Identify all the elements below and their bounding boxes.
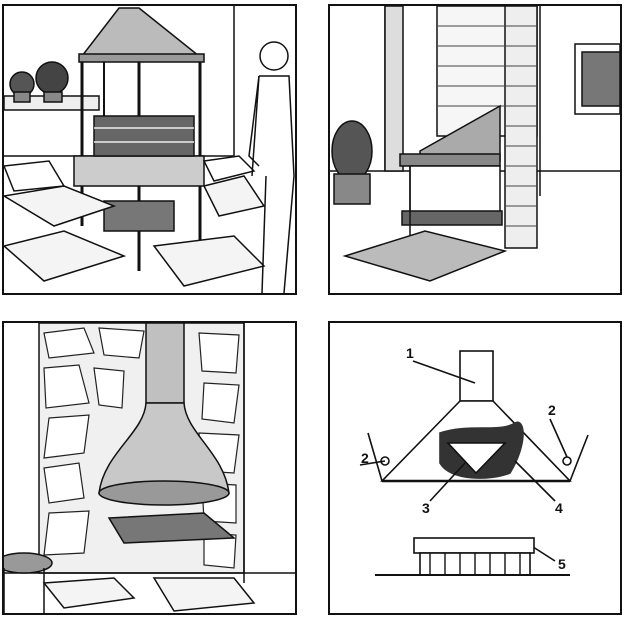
panel-wall-fireplace <box>328 4 622 295</box>
plant-right <box>35 61 69 95</box>
label-bracket-left: 2 <box>361 450 369 466</box>
panel-freestanding-fireplace <box>2 4 297 295</box>
logs <box>93 115 195 157</box>
fireplace-diagram-drawing <box>359 350 589 576</box>
man-head <box>259 41 289 71</box>
stool <box>4 552 53 574</box>
label-bracket-right: 2 <box>548 402 556 418</box>
grate-triangle <box>446 442 507 475</box>
panel-corner-hood-fireplace <box>2 321 297 615</box>
hood <box>80 7 202 57</box>
label-grate-center: 3 <box>422 500 430 516</box>
potted-plant <box>331 120 373 182</box>
base-rim <box>413 537 535 554</box>
corner-hood-fireplace-illustration <box>4 323 295 613</box>
label-base: 5 <box>558 556 566 572</box>
label-chimney: 1 <box>406 345 414 361</box>
fire-plate <box>107 512 236 544</box>
panel-fireplace-diagram: 1 2 2 3 4 5 <box>328 321 622 615</box>
firebox <box>73 155 205 187</box>
wall-pillar <box>384 6 404 172</box>
wall-fireplace-illustration <box>330 6 620 282</box>
bracket-left-rod <box>367 432 383 482</box>
bracket-right-rod <box>569 434 589 482</box>
flue-pipe <box>145 323 185 404</box>
chimney-pipe <box>459 350 494 402</box>
label-grate-right: 4 <box>555 500 563 516</box>
hearth-mat <box>342 230 508 282</box>
freestanding-fireplace-illustration <box>4 6 295 293</box>
grate <box>401 210 503 226</box>
